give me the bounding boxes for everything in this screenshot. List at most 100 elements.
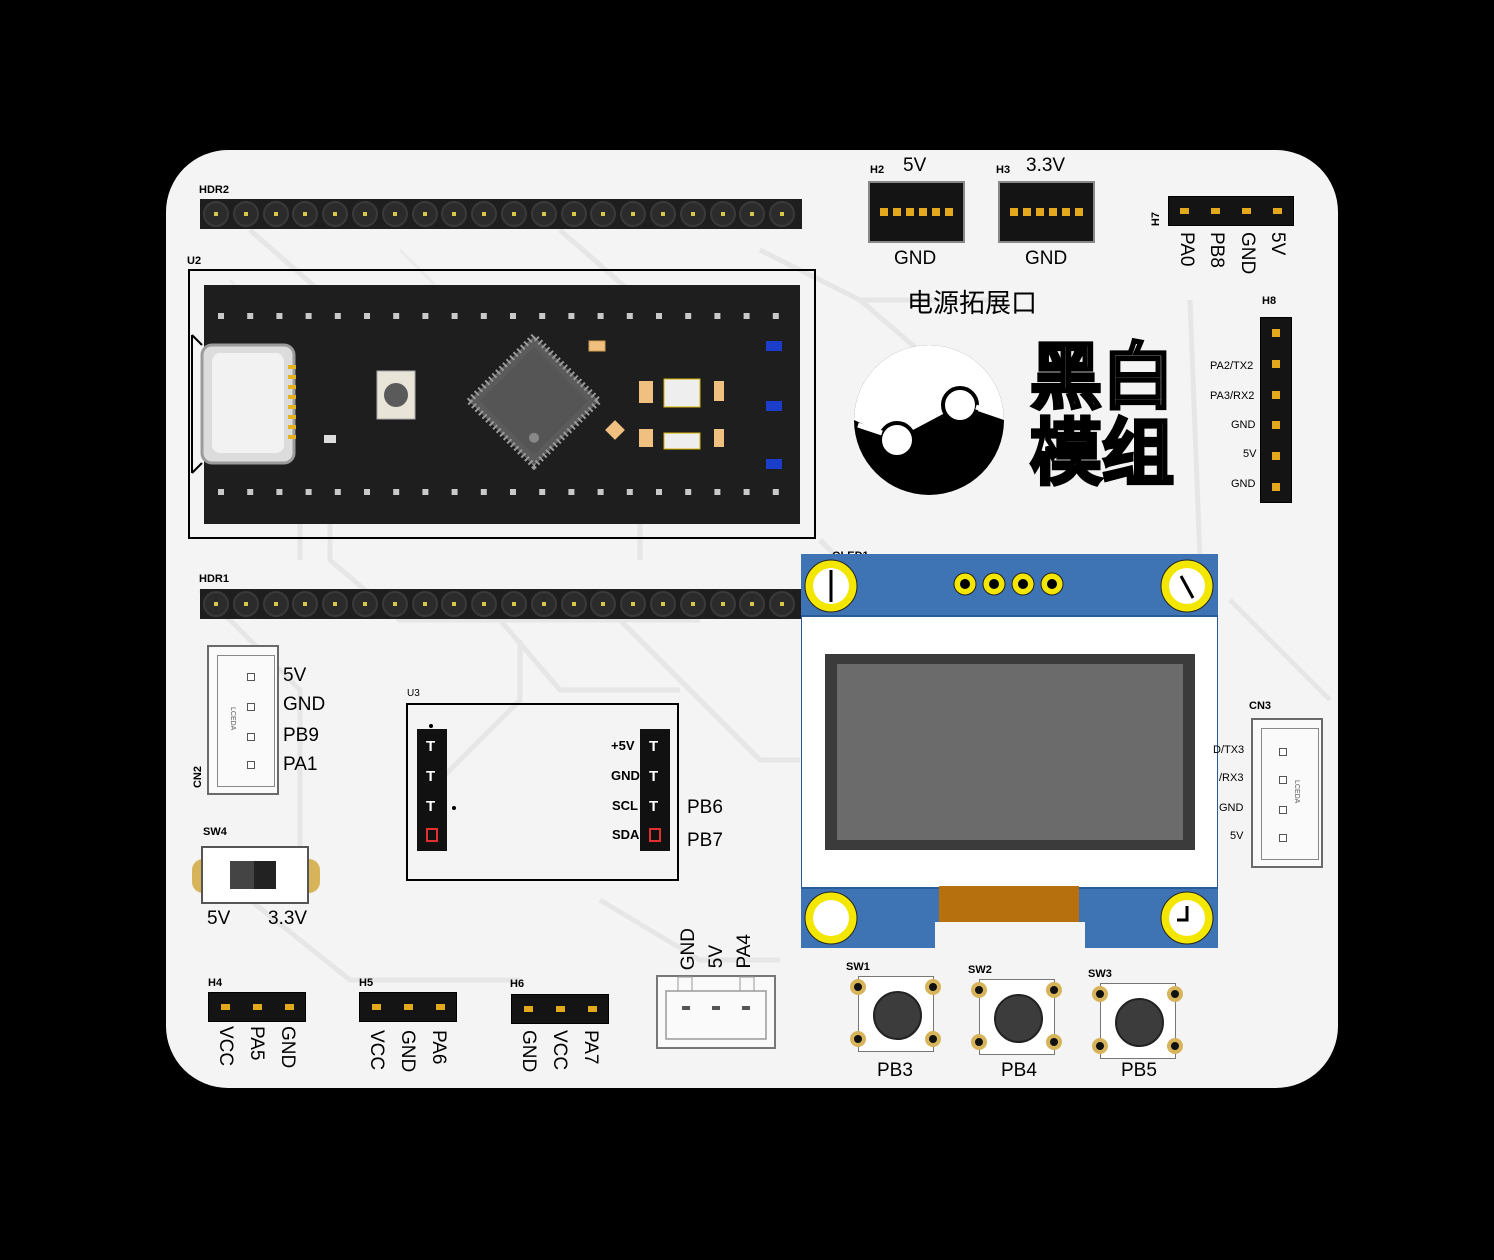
u3-pin-label-3: SDA: [612, 827, 640, 842]
u3-pin-label-2: SCL: [612, 798, 638, 813]
cn2-label-2: PB9: [283, 725, 319, 746]
logo-text-line2: 模组: [1028, 414, 1175, 494]
cn2-designator: CN2: [192, 766, 204, 789]
hdr1-pin-header: [200, 589, 802, 619]
h4-label-2: GND: [277, 1026, 298, 1069]
cn2-silk: LCEDA: [229, 707, 236, 731]
sw2-designator: SW2: [968, 964, 992, 976]
mcu-pin-hole: [334, 489, 341, 495]
black-white-circle-logo-icon: [854, 345, 1004, 495]
button-pb3[interactable]: [850, 976, 941, 1052]
u3-designator: U3: [407, 688, 420, 699]
h8-label-4: GND: [1231, 478, 1256, 490]
svg-text:T: T: [426, 738, 435, 755]
h8-label-1: PA3/RX2: [1210, 390, 1255, 402]
cn3-designator: CN3: [1249, 700, 1272, 712]
mcu-pin-hole: [743, 489, 750, 495]
mcu-pin-hole: [393, 313, 400, 319]
h6-designator: H6: [510, 978, 525, 990]
hdr2-designator: HDR2: [199, 184, 229, 196]
jst-connector: [656, 975, 776, 1049]
h3-power-header: [998, 181, 1095, 243]
mcu-pin-hole: [364, 489, 370, 495]
mcu-pin-hole: [714, 489, 721, 495]
cn3-silk: LCEDA: [1293, 780, 1300, 804]
button-pb5[interactable]: [1092, 983, 1183, 1059]
svg-text:T: T: [426, 768, 435, 785]
h8-header: [1260, 317, 1292, 503]
mcu-pin-hole: [218, 313, 224, 319]
h6-header: [511, 994, 609, 1024]
h8-label-3: 5V: [1243, 448, 1257, 460]
mcu-pin-hole: [539, 489, 546, 495]
mcu-pin-hole: [626, 489, 633, 495]
mcu-pin-hole: [422, 313, 429, 319]
h5-designator: H5: [359, 977, 374, 989]
mcu-pin-hole: [480, 489, 487, 495]
cn3-connector: LCEDA: [1251, 718, 1323, 868]
h5-header: [359, 992, 457, 1022]
mcu-pin-hole: [334, 313, 341, 319]
h6-label-0: GND: [518, 1030, 539, 1073]
h5-label-1: GND: [397, 1030, 418, 1073]
button-pb4[interactable]: [971, 979, 1062, 1055]
h7-label-0: PA0: [1176, 232, 1197, 267]
h2-top-label: 5V: [903, 155, 927, 176]
mcu-pin-hole: [685, 489, 692, 495]
h5-label-0: VCC: [366, 1030, 387, 1071]
sw1-designator: SW1: [846, 961, 870, 973]
u3-ext-label-1: PB7: [687, 830, 723, 851]
jst-label-2: PA4: [734, 934, 755, 969]
mcu-pin-hole: [772, 489, 779, 495]
mcu-pin-hole: [276, 313, 283, 319]
h4-header: [208, 992, 306, 1022]
jst-label-1: 5V: [706, 945, 727, 969]
mcu-pin-hole: [685, 313, 692, 319]
cn2-label-1: GND: [283, 694, 326, 715]
hdr1-designator: HDR1: [199, 573, 229, 585]
h7-label-1: PB8: [1206, 232, 1227, 268]
h7-label-3: 5V: [1267, 232, 1288, 256]
mcu-pin-hole: [656, 489, 662, 495]
mcu-pin-hole: [510, 489, 516, 495]
mcu-pin-hole: [568, 313, 575, 319]
mcu-pin-hole: [743, 313, 750, 319]
h8-label-2: GND: [1231, 419, 1256, 431]
mcu-pin-hole: [422, 489, 429, 495]
mcu-pin-hole: [714, 313, 721, 319]
mcu-pin-hole: [656, 313, 662, 319]
mcu-pin-hole: [218, 489, 224, 495]
h4-label-0: VCC: [215, 1026, 236, 1067]
h8-designator: H8: [1262, 295, 1277, 307]
h5-label-2: PA6: [428, 1030, 449, 1065]
mcu-pin-hole: [597, 489, 604, 495]
cn3-label-1: /RX3: [1219, 772, 1244, 784]
h4-label-1: PA5: [246, 1026, 267, 1061]
mcu-pin-hole: [772, 313, 779, 319]
h2-designator: H2: [870, 164, 885, 176]
sw3-designator: SW3: [1088, 968, 1112, 980]
mcu-pin-hole: [510, 313, 516, 319]
h7-label-2: GND: [1237, 232, 1258, 275]
button-pb5-label: PB5: [1121, 1060, 1157, 1081]
cn2-label-3: PA1: [283, 754, 318, 775]
h8-label-0: PA2/TX2: [1210, 360, 1254, 372]
mcu-pin-hole: [539, 313, 546, 319]
logo-text-line1: 黑白: [1028, 338, 1175, 418]
power-slide-switch[interactable]: [190, 845, 322, 905]
mcu-pin-hole: [247, 489, 254, 495]
u3-ext-label-0: PB6: [687, 797, 723, 818]
button-pb4-label: PB4: [1001, 1060, 1037, 1081]
cn2-connector: LCEDA: [207, 645, 279, 795]
svg-text:T: T: [649, 768, 658, 785]
mcu-core-board: [191, 285, 800, 524]
h3-bottom-label: GND: [1025, 248, 1068, 269]
mcu-pin-hole: [364, 313, 370, 319]
mcu-pin-hole: [568, 489, 575, 495]
usb-c-icon: [191, 334, 296, 474]
u3-left-pins: TTT: [417, 729, 447, 851]
u3-right-pins: TTT: [640, 729, 670, 851]
h7-header: [1168, 196, 1294, 226]
hdr2-pin-header: [200, 199, 802, 229]
u3-outline: [406, 703, 679, 881]
